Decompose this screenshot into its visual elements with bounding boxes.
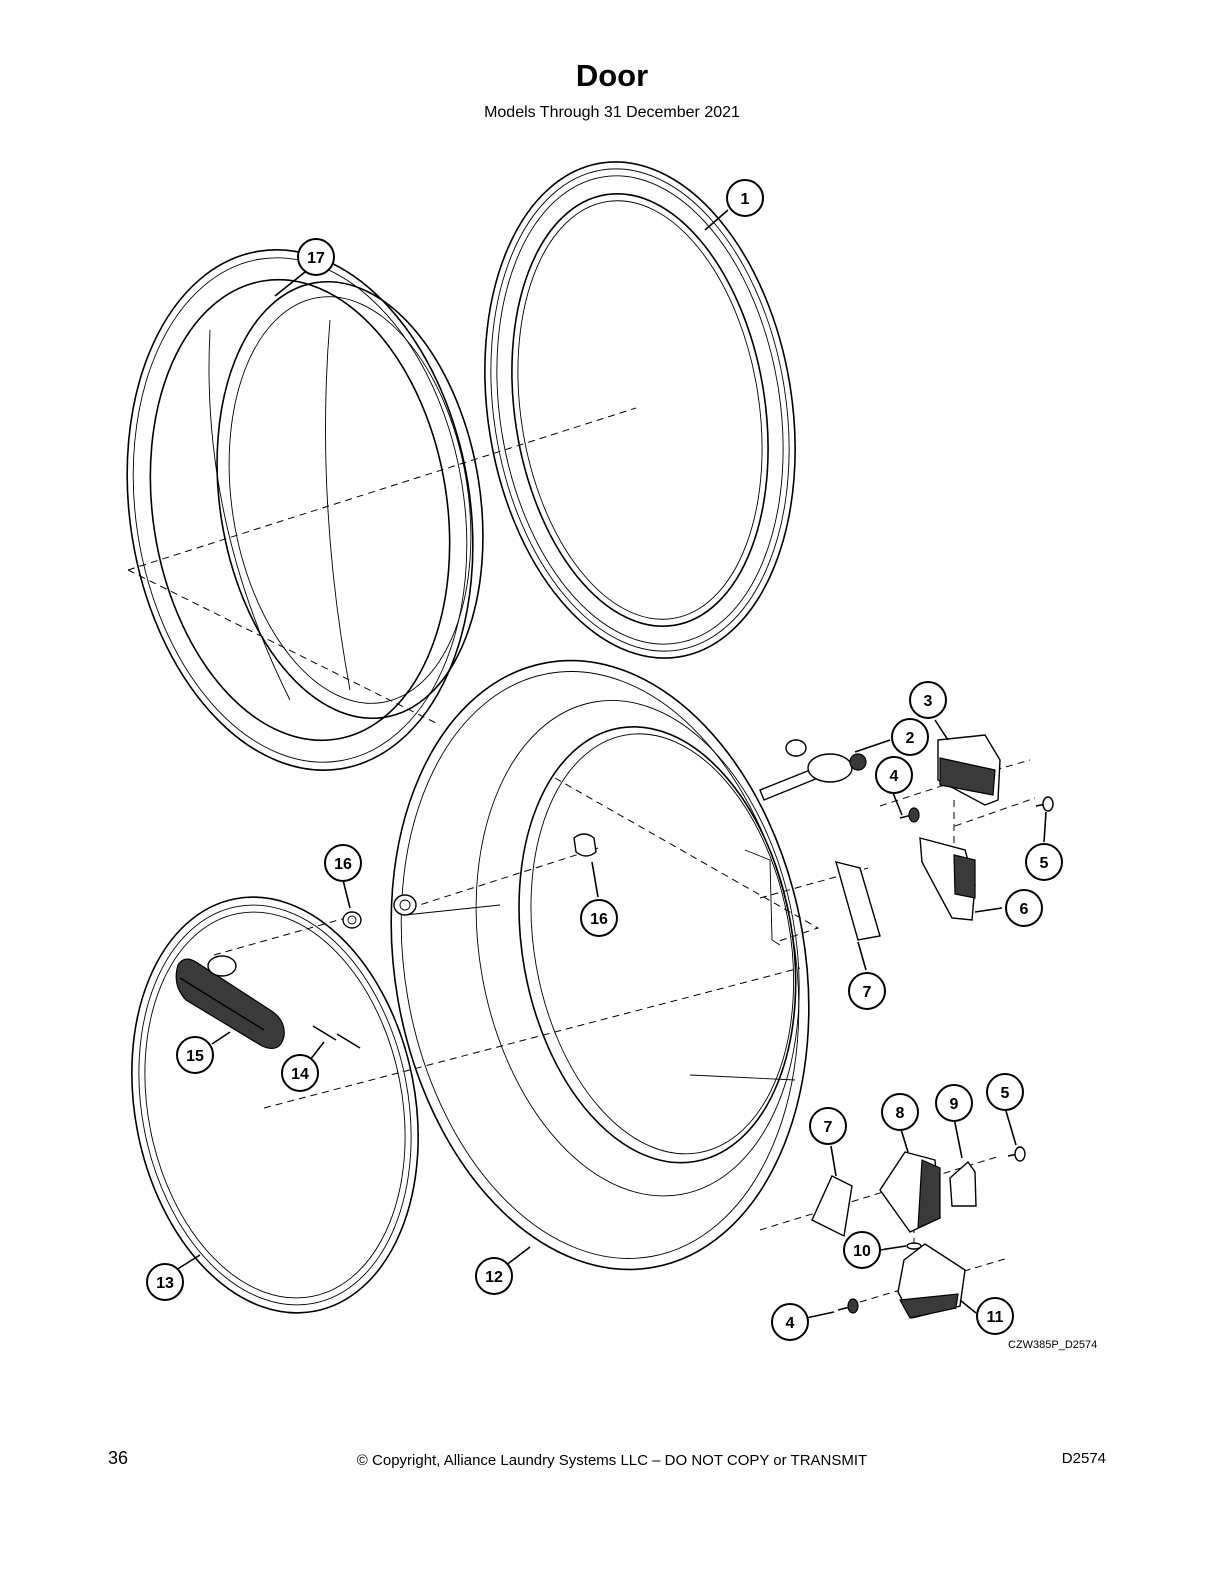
- callout-circle: [281, 1054, 319, 1092]
- callout-label: 4: [890, 768, 899, 785]
- part-15-handle: [175, 955, 285, 1049]
- page-title: Door: [575, 58, 649, 93]
- callout-circle: [843, 1231, 881, 1269]
- callout-7: 7: [848, 972, 886, 1010]
- part-5-screw-upper: [1035, 796, 1054, 812]
- callout-16: 16: [324, 844, 362, 882]
- copyright-notice: © Copyright, Alliance Laundry Systems LL…: [356, 1452, 868, 1469]
- callout-circle: [297, 238, 335, 276]
- page-number: 36: [108, 1448, 129, 1468]
- callout-4: 4: [771, 1303, 809, 1341]
- callout-layer: 1 17 3 2 4 5 6 16 16 7 15 14 7 8 9 5 10 13 12 4 11: [146, 179, 1063, 1341]
- callout-3: 3: [909, 681, 947, 719]
- part-3-latch-cover: [937, 734, 1001, 806]
- part-4-screw-lower: [837, 1298, 859, 1314]
- callout-label: 11: [987, 1309, 1004, 1326]
- leader-lines: [175, 209, 1047, 1319]
- callout-17: 17: [297, 238, 335, 276]
- callout-circle: [881, 1093, 919, 1131]
- callout-circle: [580, 899, 618, 937]
- callout-circle: [891, 718, 929, 756]
- callout-circle: [1005, 889, 1043, 927]
- part-7-plate-lower: [811, 1175, 853, 1238]
- callout-circle: [809, 1107, 847, 1145]
- callout-12: 12: [475, 1257, 513, 1295]
- callout-label: 7: [824, 1119, 833, 1136]
- callout-2: 2: [891, 718, 929, 756]
- callout-label: 6: [1020, 901, 1029, 918]
- callout-circle: [324, 844, 362, 882]
- callout-circle: [771, 1303, 809, 1341]
- document-code: D2574: [1061, 1450, 1106, 1467]
- part-12-door-frame: [390, 659, 810, 1271]
- callout-circle: [475, 1257, 513, 1295]
- callout-circle: [935, 1084, 973, 1122]
- callout-label: 12: [485, 1269, 503, 1286]
- part-1-gasket-ring: [484, 161, 796, 659]
- callout-circle: [875, 756, 913, 794]
- callout-5: 5: [986, 1073, 1024, 1111]
- callout-circle: [176, 1036, 214, 1074]
- drawing-id: CZW385P_D2574: [1008, 1339, 1098, 1351]
- callout-circle: [848, 972, 886, 1010]
- callout-label: 8: [896, 1105, 905, 1122]
- callout-10: 10: [843, 1231, 881, 1269]
- part-16-bushing-left: [342, 911, 362, 929]
- callout-label: 13: [156, 1275, 174, 1292]
- callout-14: 14: [281, 1054, 319, 1092]
- callout-label: 15: [186, 1048, 204, 1065]
- callout-label: 17: [307, 250, 325, 267]
- part-17-inner-glass: [126, 249, 484, 771]
- callout-4: 4: [875, 756, 913, 794]
- callout-label: 4: [786, 1315, 795, 1332]
- page-subtitle: Models Through 31 December 2021: [484, 104, 740, 121]
- callout-13: 13: [146, 1263, 184, 1301]
- part-8-hinge-block: [879, 1151, 941, 1233]
- callout-8: 8: [881, 1093, 919, 1131]
- callout-label: 1: [741, 191, 750, 208]
- callout-circle: [146, 1263, 184, 1301]
- callout-label: 5: [1001, 1085, 1010, 1102]
- callout-label: 14: [291, 1066, 309, 1083]
- callout-6: 6: [1005, 889, 1043, 927]
- callout-label: 2: [906, 730, 915, 747]
- callout-label: 16: [334, 856, 352, 873]
- callout-label: 10: [853, 1243, 871, 1260]
- part-11-hinge-lower: [897, 1243, 966, 1319]
- callout-label: 16: [590, 911, 608, 928]
- part-13-outer-ring: [131, 896, 419, 1314]
- callout-circle: [1025, 843, 1063, 881]
- part-10-washer: [906, 1242, 922, 1250]
- part-14-pins: [312, 1025, 361, 1049]
- part-6-hinge-bracket: [919, 837, 976, 921]
- callout-circle: [909, 681, 947, 719]
- callout-9: 9: [935, 1084, 973, 1122]
- callout-circle: [986, 1073, 1024, 1111]
- callout-5: 5: [1025, 843, 1063, 881]
- part-9-hinge-spring: [949, 1160, 977, 1207]
- callout-circle: [726, 179, 764, 217]
- callout-label: 9: [950, 1096, 959, 1113]
- part-4-screw-upper: [899, 807, 920, 823]
- part-16-bushing-center: [573, 833, 597, 857]
- part-16-bushing-frame: [393, 894, 417, 916]
- part-5-screw-lower: [1007, 1146, 1026, 1162]
- callout-16: 16: [580, 899, 618, 937]
- callout-label: 5: [1040, 855, 1049, 872]
- callout-circle: [976, 1297, 1014, 1335]
- callout-15: 15: [176, 1036, 214, 1074]
- callout-label: 3: [924, 693, 933, 710]
- callout-1: 1: [726, 179, 764, 217]
- part-2-latch-assembly: [759, 739, 867, 801]
- part-7-plate-upper: [834, 861, 881, 941]
- callout-7: 7: [809, 1107, 847, 1145]
- callout-11: 11: [976, 1297, 1014, 1335]
- callout-label: 7: [863, 984, 872, 1001]
